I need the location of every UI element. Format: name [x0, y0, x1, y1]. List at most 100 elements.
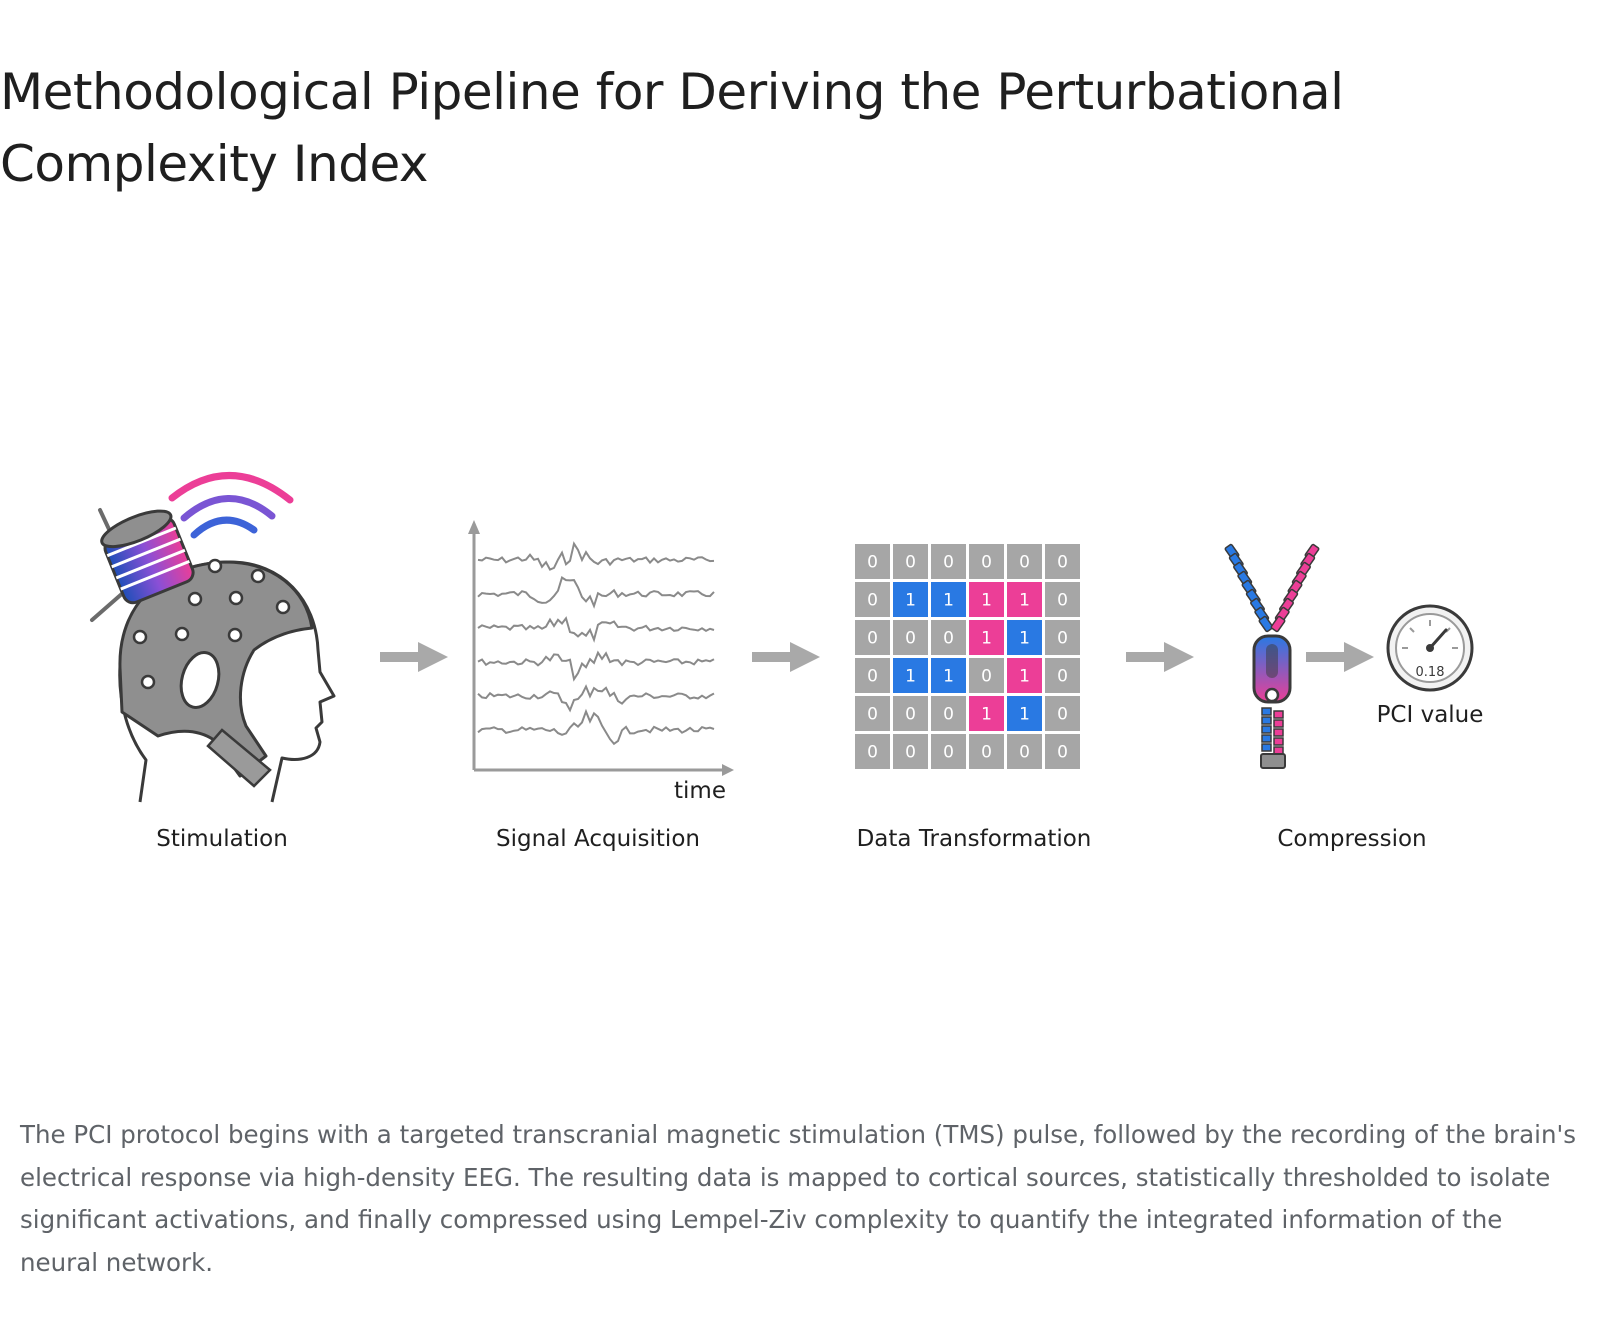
page-title: Methodological Pipeline for Deriving the…: [0, 63, 1344, 193]
matrix-cell: [931, 544, 966, 579]
zipper-tooth: [1261, 707, 1272, 716]
matrix-cell-value: 0: [1019, 743, 1030, 763]
zipper-tooth: [1261, 734, 1272, 743]
electrodes: [132, 558, 291, 690]
matrix-cell-value: 0: [981, 667, 992, 687]
matrix-cell: [1045, 620, 1080, 655]
arrow-right-icon: [752, 642, 820, 672]
matrix-cell-value: 1: [1019, 629, 1030, 649]
matrix-cell: [931, 696, 966, 731]
matrix-cell: [1045, 658, 1080, 693]
matrix-cell: [1045, 696, 1080, 731]
eeg-trace: [477, 684, 715, 713]
matrix-cell: [855, 582, 890, 617]
arrow-right-icon: [380, 642, 448, 672]
flow-arrows: [380, 642, 1374, 672]
matrix-cell-value: 0: [905, 553, 916, 573]
matrix-cell: [893, 620, 928, 655]
gauge-label: PCI value: [1377, 702, 1484, 728]
gauge-value: 0.18: [1416, 665, 1445, 680]
matrix-cell: [931, 582, 966, 617]
matrix-cell: [1007, 696, 1042, 731]
matrix-cell: [931, 734, 966, 769]
tms-coil: [100, 509, 195, 605]
matrix-cell-value: 1: [1019, 705, 1030, 725]
matrix-cell: [893, 734, 928, 769]
eeg-trace: [477, 650, 715, 682]
matrix-cell-value: 0: [905, 629, 916, 649]
matrix-cell: [855, 620, 890, 655]
matrix-cell-value: 1: [981, 629, 992, 649]
matrix-cell-value: 1: [981, 705, 992, 725]
stage-label-data-transformation: Data Transformation: [857, 826, 1092, 852]
matrix-cell-value: 0: [943, 705, 954, 725]
matrix-cell-value: 1: [905, 667, 916, 687]
matrix-cell-value: 0: [905, 705, 916, 725]
zipper-tooth: [1273, 710, 1284, 719]
matrix-cell-value: 1: [981, 591, 992, 611]
matrix-cell: [969, 696, 1004, 731]
matrix-cell: [893, 658, 928, 693]
matrix-cell: [969, 544, 1004, 579]
zipper-tooth: [1261, 743, 1272, 752]
matrix-cell-value: 0: [981, 553, 992, 573]
matrix-cell-value: 0: [867, 705, 878, 725]
eeg-trace: [477, 616, 715, 643]
matrix-cell-value: 0: [1057, 629, 1068, 649]
matrix-cell: [1045, 544, 1080, 579]
matrix-cell-value: 0: [943, 743, 954, 763]
matrix-cell-value: 0: [1057, 591, 1068, 611]
time-axis-label: time: [674, 778, 726, 804]
zipper-tooth: [1258, 615, 1274, 633]
matrix-cell: [893, 582, 928, 617]
matrix-cell: [1045, 734, 1080, 769]
matrix-cell: [1007, 582, 1042, 617]
matrix-cell: [855, 734, 890, 769]
matrix-cell-value: 1: [1019, 667, 1030, 687]
arrow-right-icon: [1306, 642, 1374, 672]
stage-label-signal-acquisition: Signal Acquisition: [496, 826, 700, 852]
matrix-cell-value: 0: [981, 743, 992, 763]
y-axis-arrow-icon: [468, 520, 480, 534]
zipper-tooth: [1261, 725, 1272, 734]
matrix-cell-value: 0: [943, 553, 954, 573]
matrix-cell-value: 0: [943, 629, 954, 649]
chin-strap: [206, 728, 272, 788]
matrix-cell-value: 1: [943, 667, 954, 687]
eeg-traces: [477, 541, 715, 746]
stimulation-waves-icon: [168, 472, 294, 539]
signal-axes: [472, 530, 726, 772]
matrix-cell-value: 1: [1019, 591, 1030, 611]
matrix-cell-value: 0: [1057, 705, 1068, 725]
matrix-cell-value: 0: [1019, 553, 1030, 573]
matrix-cell-value: 0: [1057, 743, 1068, 763]
stimulation-illustration: Stimulation: [90, 472, 336, 852]
zipper-icon: [1224, 543, 1320, 755]
matrix-cell-value: 0: [867, 591, 878, 611]
matrix-cell: [1007, 734, 1042, 769]
matrix-cell: [893, 544, 928, 579]
matrix-cell-value: 0: [867, 667, 878, 687]
zipper-tooth: [1273, 746, 1284, 755]
matrix-cell-value: 0: [867, 743, 878, 763]
zipper-tooth: [1273, 728, 1284, 737]
zipper-tooth: [1273, 737, 1284, 746]
zipper-tooth: [1270, 615, 1286, 633]
matrix-cell-value: 0: [867, 553, 878, 573]
pci-gauge-icon: 0.18: [1386, 604, 1474, 692]
matrix-cell-value: 0: [1057, 667, 1068, 687]
pipeline-diagram: Stimulation time Signal Acquisition 0 0 0 0…: [90, 472, 1484, 852]
eeg-trace: [477, 708, 715, 746]
matrix-cell: [855, 658, 890, 693]
matrix-cell: [931, 658, 966, 693]
ear: [179, 651, 221, 709]
matrix-cell: [855, 696, 890, 731]
zipper-tooth: [1261, 716, 1272, 725]
matrix-cell-value: 0: [905, 743, 916, 763]
matrix-cell: [931, 620, 966, 655]
matrix-cell: [969, 658, 1004, 693]
matrix-cell: [855, 544, 890, 579]
stage-label-compression: Compression: [1277, 826, 1426, 852]
